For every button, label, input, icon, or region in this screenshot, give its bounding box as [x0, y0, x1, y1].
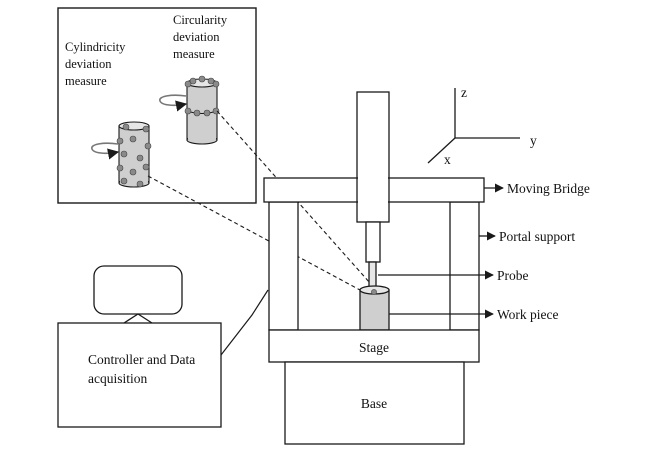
measurement-points [184, 75, 220, 117]
rotation-arrow-icon [91, 142, 120, 160]
probe-label: Probe [497, 268, 529, 283]
portal-support-left [268, 201, 299, 331]
callouts [378, 183, 504, 319]
cylindricity-leader-line [147, 175, 361, 291]
controller-box [57, 322, 222, 428]
probe-stylus [368, 261, 377, 289]
z-axis-label: z [461, 85, 467, 100]
axis-triad: z y x [427, 85, 537, 167]
rotation-arrow-icon [159, 94, 188, 112]
base [284, 361, 465, 445]
controller-label: Controller and Data acquisition [88, 352, 199, 386]
measurement-points [116, 123, 152, 188]
circularity-label: Circularity deviation measure [173, 13, 230, 61]
cylindricity-cylinder [91, 121, 152, 188]
stage-label: Stage [359, 340, 389, 355]
cmm-machine [57, 91, 485, 445]
portal-support-right [449, 201, 480, 331]
controller-cable [220, 289, 269, 356]
inset-frame [57, 7, 257, 204]
probe-head [365, 221, 381, 263]
monitor-stand [123, 313, 153, 324]
y-axis-label: y [530, 133, 537, 148]
work-piece-label: Work piece [497, 307, 559, 322]
inset-panel: Cylindricity deviation measure Circulari… [57, 7, 257, 204]
x-axis-label: x [444, 152, 451, 167]
portal-support-label: Portal support [499, 229, 575, 244]
base-label: Base [361, 396, 387, 411]
circularity-cylinder [159, 75, 220, 145]
cylindricity-label: Cylindricity deviation measure [65, 40, 129, 88]
moving-bridge-label: Moving Bridge [507, 181, 590, 196]
stage [268, 329, 480, 363]
work-piece [359, 285, 390, 331]
monitor [93, 265, 183, 315]
